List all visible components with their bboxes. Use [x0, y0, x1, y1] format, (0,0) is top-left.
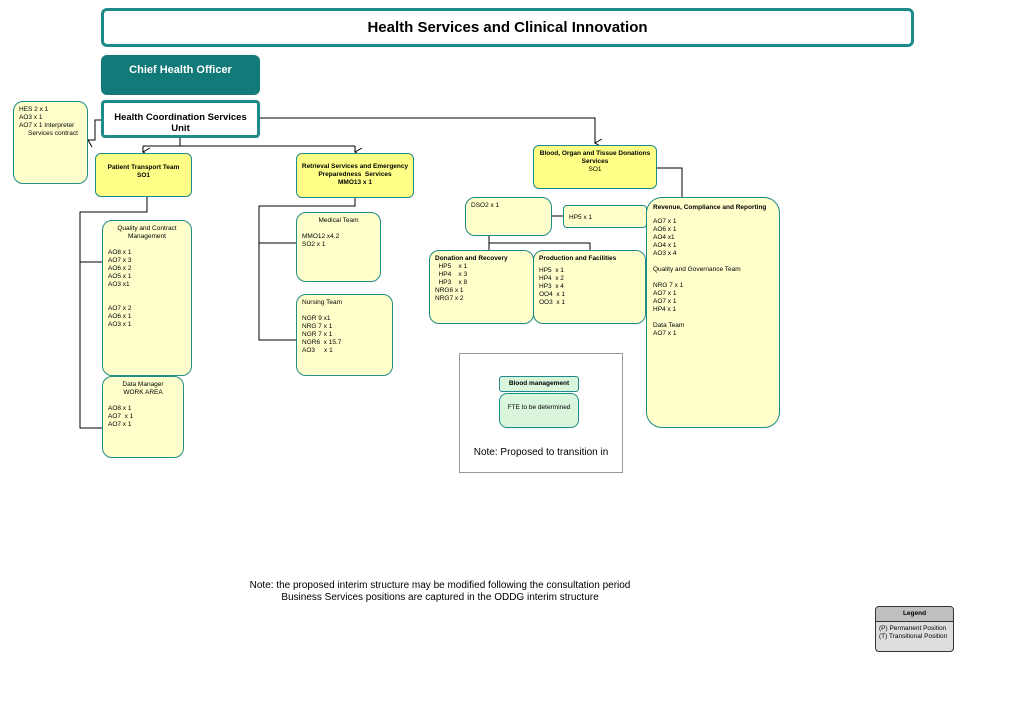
arrow-hcsu-blood: [260, 117, 603, 148]
nursing-team-lines: NGR 9 x1 NRG 7 x 1 NGR 7 x 1 NGR6 x 15.7…: [302, 315, 342, 354]
chief-health-officer-box: Chief Health Officer: [101, 55, 260, 95]
revenue-group-2: NRG 7 x 1 AO7 x 1 AO7 x 1 HP4 x 1: [653, 282, 684, 313]
line-patient-branch: [79, 197, 148, 429]
quality-contract-box: Quality and Contract Management AO8 x 1 …: [102, 220, 192, 376]
footer-note-line-2: Business Services positions are captured…: [281, 592, 599, 603]
data-manager-lines: AO8 x 1 AO7 x 1 AO7 x 1: [108, 405, 134, 428]
arrow-hcsu-side: [83, 119, 101, 148]
data-team-heading: Data Team: [653, 322, 685, 329]
quality-contract-heading: Quality and Contract Management: [117, 225, 177, 240]
patient-transport-team-box: Patient Transport Team SO1: [95, 153, 192, 197]
line-revenue: [657, 167, 683, 197]
nursing-team-box: Nursing Team NGR 9 x1 NRG 7 x 1 NGR 7 x …: [296, 294, 393, 376]
data-manager-heading: Data Manager WORK AREA: [122, 381, 164, 396]
data-manager-box: Data Manager WORK AREA AO8 x 1 AO7 x 1 A…: [102, 376, 184, 458]
revenue-compliance-heading: Revenue, Compliance and Reporting: [653, 204, 767, 211]
hcsu-side-box: HES 2 x 1 AO3 x 1 AO7 x 1 Interpreter Se…: [13, 101, 88, 184]
hp5-box: HP5 x 1: [563, 205, 647, 228]
footer-note-line-1: Note: the proposed interim structure may…: [249, 580, 631, 591]
page-title: Health Services and Clinical Innovation: [101, 8, 914, 47]
quality-contract-group-2: AO7 x 2 AO6 x 1 AO3 x 1: [108, 305, 132, 328]
revenue-compliance-box: Revenue, Compliance and Reporting AO7 x …: [646, 197, 780, 428]
dso2-box: DSO2 x 1: [465, 197, 552, 236]
nursing-team-heading: Nursing Team: [302, 299, 342, 306]
medical-team-heading: Medical Team: [318, 217, 359, 224]
donation-recovery-lines: HP5 x 1 HP4 x 3 HP3 x 8 NRG6 x 1 NRG7 x …: [435, 263, 468, 302]
legend-item-permanent: (P) Permanent Position: [879, 625, 947, 632]
blood-organ-box: Blood, Organ and Tissue Donations Servic…: [533, 145, 657, 189]
production-facilities-lines: HP5 x 1 HP4 x 2 HP3 x 4 OO4 x 1 OO3 x 1: [539, 267, 566, 306]
blood-organ-title: Blood, Organ and Tissue Donations Servic…: [539, 150, 651, 165]
donation-recovery-box: Donation and Recovery HP5 x 1 HP4 x 3 HP…: [429, 250, 534, 324]
production-facilities-heading: Production and Facilities: [539, 255, 617, 262]
revenue-group-1: AO7 x 1 AO6 x 1 AO4 x1 AO4 x 1 AO3 x 4: [653, 218, 677, 257]
production-facilities-box: Production and Facilities HP5 x 1 HP4 x …: [533, 250, 646, 324]
blood-management-label: Blood management: [499, 376, 579, 392]
footer-note: Note: the proposed interim structure may…: [200, 580, 680, 604]
health-coordination-unit-box: Health Coordination Services Unit: [101, 100, 260, 138]
medical-team-lines: MMO12 x4.2 SO2 x 1: [302, 233, 340, 248]
transition-note: Note: Proposed to transition in: [473, 447, 609, 458]
blood-management-fte: FTE to be determined: [499, 393, 579, 428]
medical-team-box: Medical Team MMO12 x4.2 SO2 x 1: [296, 212, 381, 282]
legend-box: Legend (P) Permanent Position (T) Transi…: [875, 606, 954, 652]
donation-recovery-heading: Donation and Recovery: [435, 255, 508, 262]
legend-item-transitional: (T) Transitional Position: [879, 633, 948, 640]
legend-title: Legend: [876, 607, 953, 622]
quality-contract-group-1: AO8 x 1 AO7 x 3 AO6 x 2 AO5 x 1 AO3 x1: [108, 249, 132, 288]
blood-organ-sub: SO1: [588, 166, 602, 173]
revenue-group-3: AO7 x 1: [653, 330, 677, 337]
retrieval-services-box: Retrieval Services and Emergency Prepare…: [296, 153, 414, 198]
line-dso2-branch: [488, 236, 591, 251]
quality-governance-heading: Quality and Governance Team: [653, 266, 741, 273]
line-retrieval-branch: [258, 198, 356, 341]
